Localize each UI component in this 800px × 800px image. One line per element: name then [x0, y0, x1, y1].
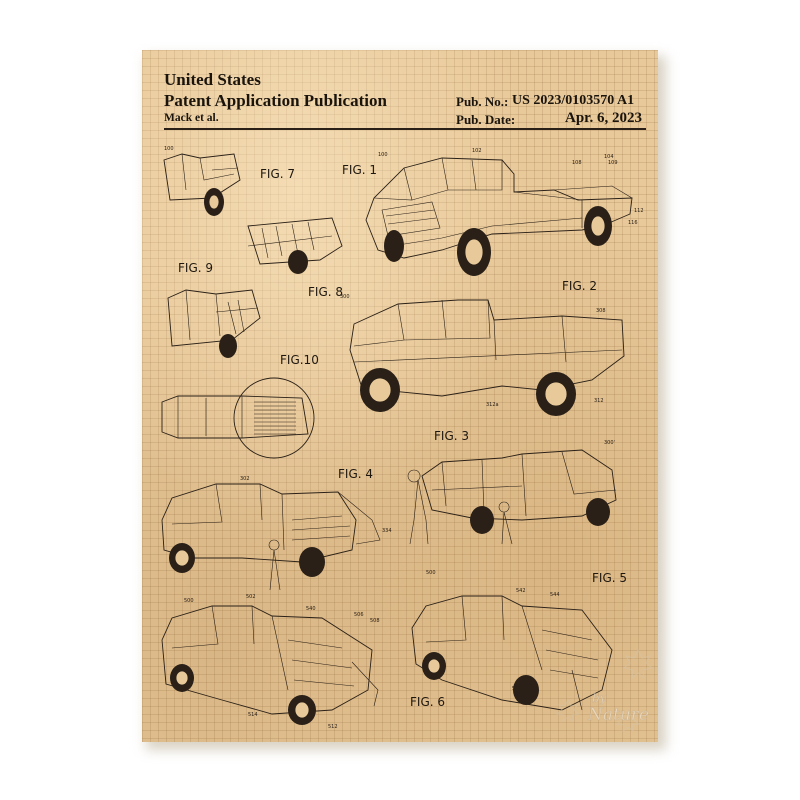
- ref-112: 112: [634, 208, 644, 214]
- pub-date-label: Pub. Date:: [456, 112, 516, 127]
- fig-9-label: FIG. 9: [178, 261, 213, 275]
- watermark-by: by: [592, 691, 607, 705]
- fig-7-label: FIG. 7: [260, 167, 295, 181]
- ref-502: 502: [246, 594, 256, 600]
- fig-8-label: FIG. 8: [308, 285, 343, 299]
- pub-date-value: Apr. 6, 2023: [565, 110, 642, 126]
- ref-544: 544: [550, 592, 560, 598]
- fig-2-label: FIG. 2: [562, 279, 597, 293]
- ref-100-fig1: 100: [378, 152, 388, 158]
- ref-508: 508: [370, 618, 380, 624]
- ref-512: 512: [328, 724, 338, 730]
- ref-108: 108: [572, 160, 582, 166]
- patent-print-sheet: United States Patent Application Publica…: [142, 50, 658, 742]
- fig-9-drawing: [167, 289, 261, 358]
- fig-1-truck-drawing: [365, 157, 633, 276]
- ref-300: 300: [340, 294, 350, 300]
- ref-542: 542: [516, 588, 526, 594]
- fig-10-label: FIG.10: [280, 353, 319, 367]
- ref-500-fig5: 500: [426, 570, 436, 576]
- ref-104: 104: [604, 154, 614, 160]
- maple-leaf-icon: [555, 648, 654, 733]
- fig-5-label: FIG. 5: [592, 571, 627, 585]
- ref-334: 334: [382, 528, 392, 534]
- patent-country: United States: [164, 70, 261, 89]
- patent-drawings: FIG. 7 FIG. 1 FIG. 9 FIG. 8 FIG. 2 FIG.1…: [161, 146, 644, 730]
- ref-506: 506: [354, 612, 364, 618]
- fig-3-truck-drawing: [407, 449, 617, 545]
- pub-number-value: US 2023/0103570 A1: [512, 93, 635, 108]
- brand-watermark: by Nature: [555, 648, 654, 733]
- ref-500-fig6: 500: [184, 598, 194, 604]
- fig-4-truck-drawing: [161, 483, 381, 591]
- fig-3-label: FIG. 3: [434, 429, 469, 443]
- ref-514: 514: [248, 712, 258, 718]
- ref-312: 312: [594, 398, 604, 404]
- ref-302: 302: [240, 476, 250, 482]
- fig-7-drawing: [163, 153, 241, 216]
- fig-4-label: FIG. 4: [338, 467, 373, 481]
- fig-6-truck-drawing: [161, 605, 379, 725]
- ref-300-prime: 300': [604, 440, 615, 446]
- ref-308: 308: [596, 308, 606, 314]
- header-divider: [164, 128, 646, 130]
- fig-2-truck-drawing: [349, 299, 625, 416]
- ref-516: 516: [512, 686, 522, 692]
- ref-109: 109: [608, 160, 618, 166]
- ref-116: 116: [628, 220, 638, 226]
- fig-6-label: FIG. 6: [410, 695, 445, 709]
- fig-7-detail-drawing: [247, 217, 343, 274]
- patent-inventors: Mack et al.: [164, 112, 219, 124]
- ref-102: 102: [472, 148, 482, 154]
- patent-document-type: Patent Application Publication: [164, 91, 387, 110]
- fig-5-truck-drawing: [411, 595, 613, 711]
- fig-1-label: FIG. 1: [342, 163, 377, 177]
- pub-number-label: Pub. No.:: [456, 94, 509, 109]
- ref-312a: 312a: [486, 402, 499, 408]
- fig-10-drawing: [161, 377, 315, 459]
- watermark-nature: Nature: [587, 705, 649, 725]
- ref-100-fig7: 100: [164, 146, 174, 152]
- ref-540: 540: [306, 606, 316, 612]
